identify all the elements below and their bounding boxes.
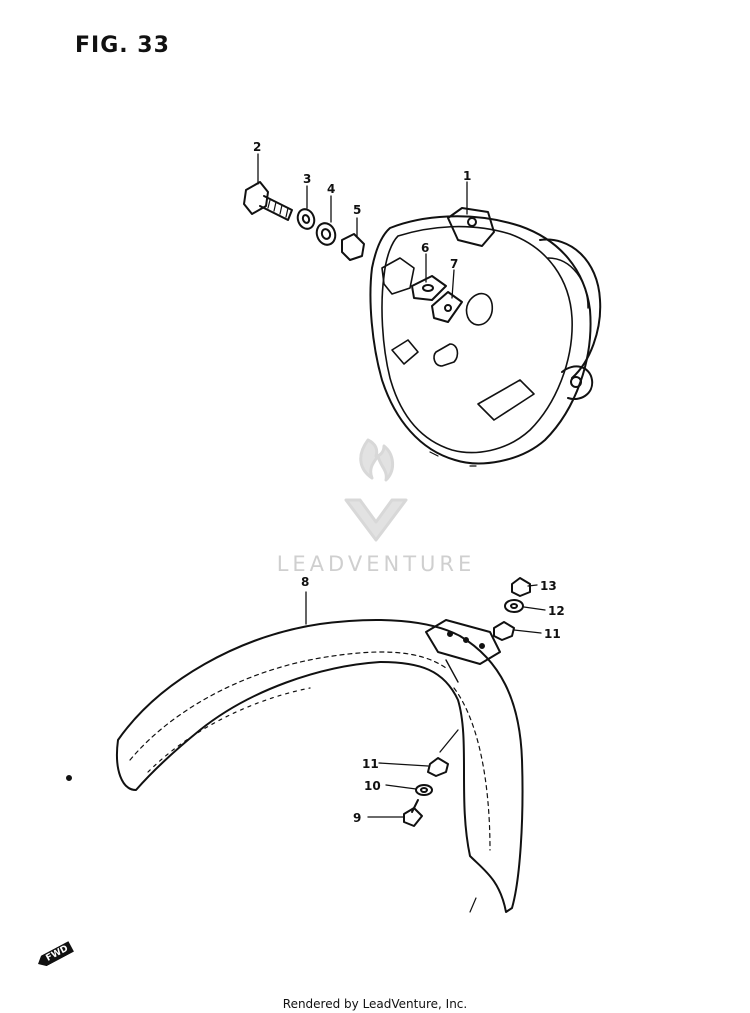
grommet-part-6	[411, 275, 447, 301]
callout-11-top: 11	[544, 627, 561, 641]
callout-5: 5	[353, 203, 361, 217]
callout-12: 12	[548, 604, 565, 618]
watermark-logo	[344, 438, 408, 542]
leader-lines	[257, 153, 546, 818]
front-fender	[116, 619, 524, 913]
callout-7: 7	[450, 257, 458, 271]
washer-part-10	[415, 784, 433, 796]
washer-part-12	[504, 599, 524, 613]
figure-title: FIG. 33	[75, 33, 170, 58]
callout-1: 1	[463, 169, 471, 183]
callout-11-lower: 11	[362, 757, 379, 771]
bolt-part-2	[243, 181, 293, 221]
nut-part-11-lower	[427, 757, 449, 777]
callout-10: 10	[364, 779, 381, 793]
callout-6: 6	[421, 241, 429, 255]
washer-part-4	[315, 222, 337, 246]
nut-part-11-top	[493, 621, 515, 641]
clip-part-7	[431, 291, 463, 323]
headlight-housing	[369, 207, 602, 467]
callout-8: 8	[301, 575, 309, 589]
washer-part-3	[296, 208, 316, 230]
watermark-text: LEADVENTURE	[276, 552, 476, 576]
callouts: 2 3 4 5 1 6 7 8 13 12 11 11 10 9	[253, 140, 565, 825]
callout-3: 3	[303, 172, 311, 186]
callout-4: 4	[327, 182, 335, 196]
callout-2: 2	[253, 140, 261, 154]
callout-9: 9	[353, 811, 361, 825]
bolt-part-9	[403, 799, 423, 827]
callout-13: 13	[540, 579, 557, 593]
stray-dot	[66, 775, 72, 781]
footer-credit: Rendered by LeadVenture, Inc.	[282, 997, 468, 1011]
spacer-part-5	[341, 233, 365, 261]
nut-part-13	[511, 577, 531, 597]
